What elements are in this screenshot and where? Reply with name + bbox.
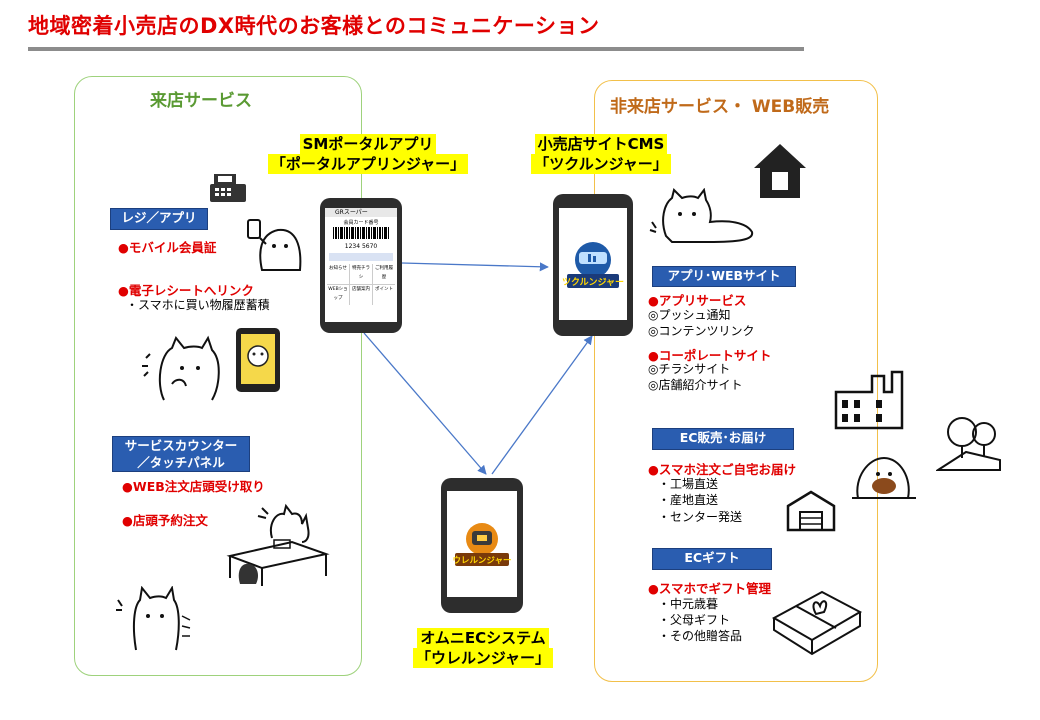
parents-gift-item: ・父母ギフト [658,613,731,627]
store-reservation-item: ●店頭予約注文 [122,513,208,528]
factory-direct-item: ・工場直送 [658,477,719,491]
in-store-heading: 来店サービス [150,91,252,111]
sm-app-nickname: 「ポータルアプリンジャー」 [267,154,469,174]
sm-app-menu-grid: お知らせ 特売チラシ ご利用履歴 WEBショップ 店舗案内 ポイント [327,264,395,305]
purchase-history-item: ・スマホに買い物履歴蓄積 [126,298,270,312]
cms-screen: ツクルンジャー [559,208,627,320]
sm-app-phone: GRスーパー 会員カード番号 1234 5670 お知らせ 特売チラシ ご利用履… [320,198,402,333]
smartphone-order-item: ●スマホ注文ご自宅お届け [648,462,797,477]
farm-trees-icon [936,417,1001,471]
gift-manage-item: ●スマホでギフト管理 [648,581,772,596]
sm-app-screen: GRスーパー 会員カード番号 1234 5670 お知らせ 特売チラシ ご利用履… [325,208,397,322]
ururunja-logo-text: ウレルンジャー [453,556,512,566]
menu-button[interactable]: 特売チラシ [350,264,372,284]
worried-cat-icon [116,586,191,651]
chugen-item: ・中元歳暮 [658,597,719,611]
app-service-item: ●アプリサービス [648,293,747,308]
menu-button[interactable]: お知らせ [327,264,349,284]
omni-phone: ウレルンジャー [441,478,523,613]
web-pickup-item: ●WEB注文店頭受け取り [122,479,265,494]
delivery-mole-icon [852,456,916,499]
menu-button[interactable]: ポイント [373,285,395,305]
sm-app-name: SMポータルアプリ [299,134,437,154]
point-bar [329,253,393,261]
push-item: ◎プッシュ通知 [648,308,731,322]
other-gift-item: ・その他贈答品 [658,629,743,643]
menu-button[interactable]: 店舗案内 [350,285,372,305]
cms-nickname: 「ツクルンジャー」 [531,154,671,174]
cat-character-icon [142,335,220,401]
register-app-label: レジ／アプリ [110,208,208,230]
barcode-number: 1234 5670 [344,243,378,250]
page-title: 地域密着小売店のDX時代のお客様とのコミュニケーション [28,14,600,38]
house-icon [754,144,806,198]
ururunja-logo-icon: ウレルンジャー [453,523,512,566]
flyer-site-item: ◎チラシサイト [648,362,731,376]
cash-register-icon [210,174,246,202]
omni-caption: オムニECシステム 「ウレルンジャー」 [388,628,578,668]
omni-nickname: 「ウレルンジャー」 [413,648,553,668]
store-site-item: ◎店舗紹介サイト [648,378,743,392]
remote-services-panel [594,80,878,682]
service-counter-label: サービスカウンター ／タッチパネル [112,436,250,472]
tsukurunja-logo-text: ツクルンジャー [562,277,624,288]
lying-cat-icon [649,188,754,243]
tsukurunja-logo-icon: ツクルンジャー [562,242,624,288]
origin-direct-item: ・産地直送 [658,493,719,507]
app-web-label: アプリ･WEBサイト [652,266,796,287]
menu-button[interactable]: ご利用履歴 [373,264,395,284]
phone-illustration-icon [236,328,280,392]
ghost-with-phone-icon [247,219,302,271]
sm-app-caption: SMポータルアプリ 「ポータルアプリンジャー」 [240,134,496,174]
barcode-icon [333,227,389,239]
counter-cat-icon [226,503,330,586]
sm-app-screen-header: GRスーパー [325,208,397,217]
in-store-services-panel [74,76,362,676]
arrow-omni-to-cms [491,335,593,475]
ec-gift-label: ECギフト [652,548,772,570]
omni-name: オムニECシステム [417,628,549,648]
cms-caption: 小売店サイトCMS 「ツクルンジャー」 [506,134,696,174]
menu-button[interactable]: WEBショップ [327,285,349,305]
e-receipt-item: ●電子レシートへリンク [118,283,254,298]
gift-box-icon [771,590,863,656]
omni-screen: ウレルンジャー [447,491,517,597]
member-card-label: 会員カード番号 [343,220,379,226]
cms-phone: ツクルンジャー [553,194,633,336]
warehouse-icon [786,490,836,532]
content-link-item: ◎コンテンツリンク [648,324,755,338]
corporate-site-item: ●コーポレートサイト [648,348,772,363]
ec-sales-label: EC販売･お届け [652,428,794,450]
cms-name: 小売店サイトCMS [534,134,668,154]
remote-heading: 非来店サービス・ WEB販売 [610,97,830,117]
arrow-app-to-omni [363,332,487,475]
title-underline [28,47,804,51]
center-ship-item: ・センター発送 [658,510,743,524]
mobile-member-item: ●モバイル会員証 [118,240,217,255]
arrow-app-to-cms [401,262,549,272]
factory-icon [834,370,904,430]
